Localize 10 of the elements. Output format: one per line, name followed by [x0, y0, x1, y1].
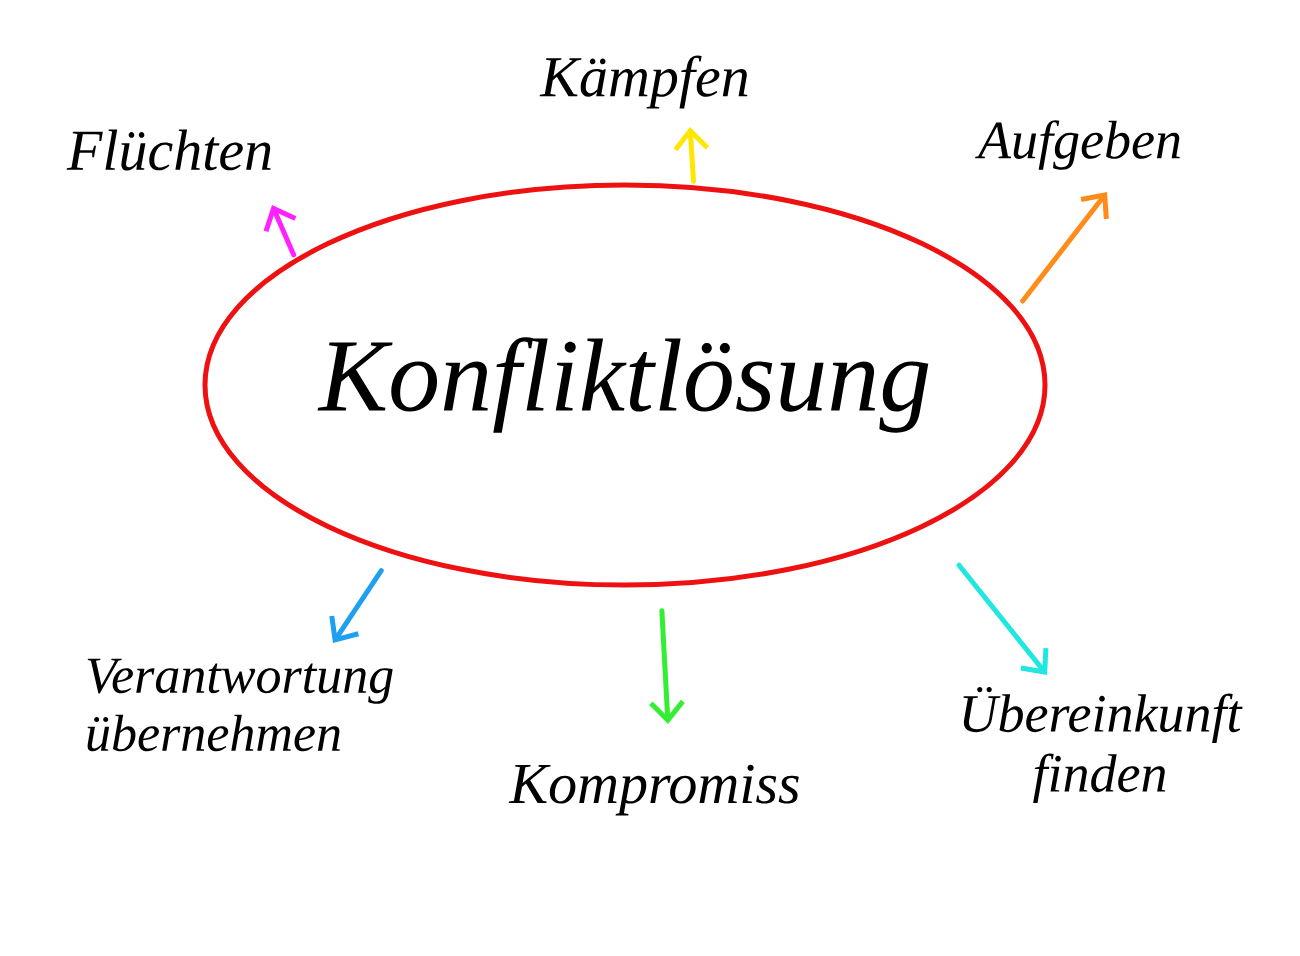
branch-label: Flüchten [66, 129, 271, 171]
arrow [956, 562, 1049, 675]
branch-label: Kämpfen [539, 55, 748, 109]
branch-label: Kompromiss [508, 764, 799, 816]
branch-label: Verantwortung übernehmen [87, 658, 393, 752]
arrow [649, 608, 685, 724]
arrow [329, 568, 384, 643]
branch-label: Übereinkunft finden [963, 686, 1243, 804]
branch-label: Aufgeben [975, 120, 1180, 170]
arrow [1020, 192, 1109, 304]
